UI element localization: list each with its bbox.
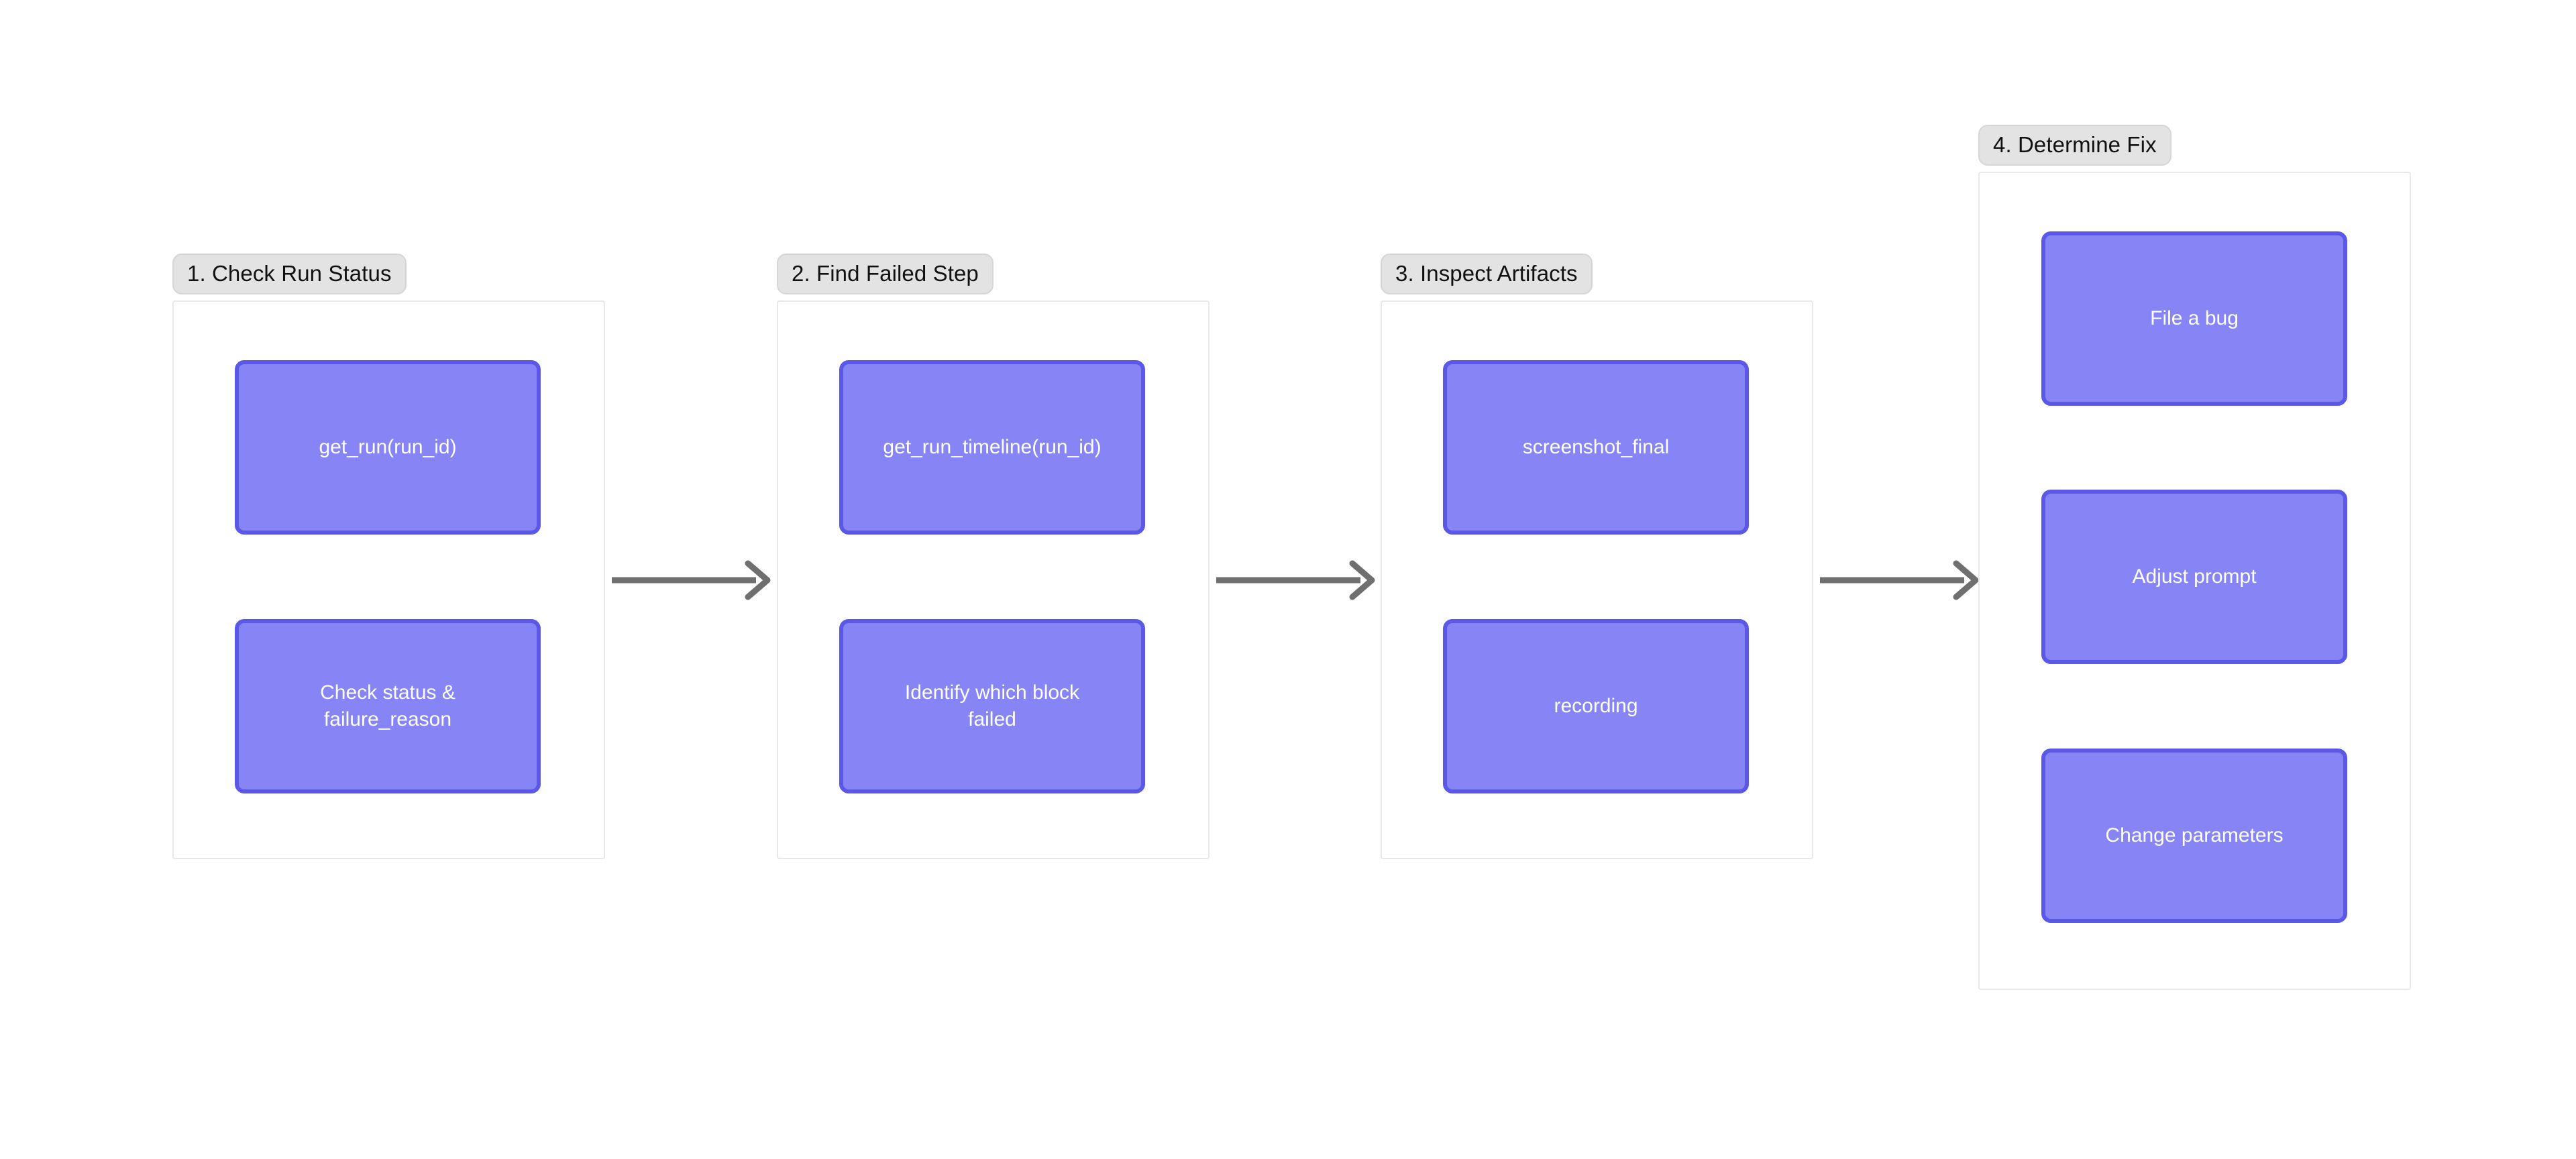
cluster-label-find-failed-step: 2. Find Failed Step xyxy=(777,254,994,294)
node-get-run[interactable]: get_run(run_id) xyxy=(235,360,541,535)
node-screenshot-final[interactable]: screenshot_final xyxy=(1443,360,1749,535)
edge-arrow-2-to-3 xyxy=(1216,557,1377,604)
node-recording[interactable]: recording xyxy=(1443,619,1749,793)
node-get-run-timeline-label: get_run_timeline(run_id) xyxy=(883,435,1102,458)
cluster-label-inspect-artifacts: 3. Inspect Artifacts xyxy=(1381,254,1593,294)
node-change-parameters-label: Change parameters xyxy=(2105,824,2284,846)
cluster-label-determine-fix: 4. Determine Fix xyxy=(1978,125,2171,166)
edge-arrow-3-to-4 xyxy=(1820,557,1981,604)
node-file-a-bug[interactable]: File a bug xyxy=(2041,231,2347,406)
node-identify-block[interactable]: Identify which block failed xyxy=(839,619,1145,793)
node-change-parameters[interactable]: Change parameters xyxy=(2041,749,2347,923)
node-recording-label: recording xyxy=(1554,694,1638,717)
node-file-a-bug-label: File a bug xyxy=(2150,307,2239,329)
node-check-status-label: Check status & failure_reason xyxy=(320,681,455,731)
node-adjust-prompt-label: Adjust prompt xyxy=(2132,565,2257,588)
cluster-label-check-run-status: 1. Check Run Status xyxy=(172,254,407,294)
node-adjust-prompt[interactable]: Adjust prompt xyxy=(2041,490,2347,664)
edge-arrow-1-to-2 xyxy=(612,557,773,604)
node-get-run-timeline[interactable]: get_run_timeline(run_id) xyxy=(839,360,1145,535)
node-screenshot-final-label: screenshot_final xyxy=(1522,435,1670,458)
node-get-run-label: get_run(run_id) xyxy=(319,435,457,458)
node-identify-block-label: Identify which block failed xyxy=(904,681,1080,731)
node-check-status[interactable]: Check status & failure_reason xyxy=(235,619,541,793)
